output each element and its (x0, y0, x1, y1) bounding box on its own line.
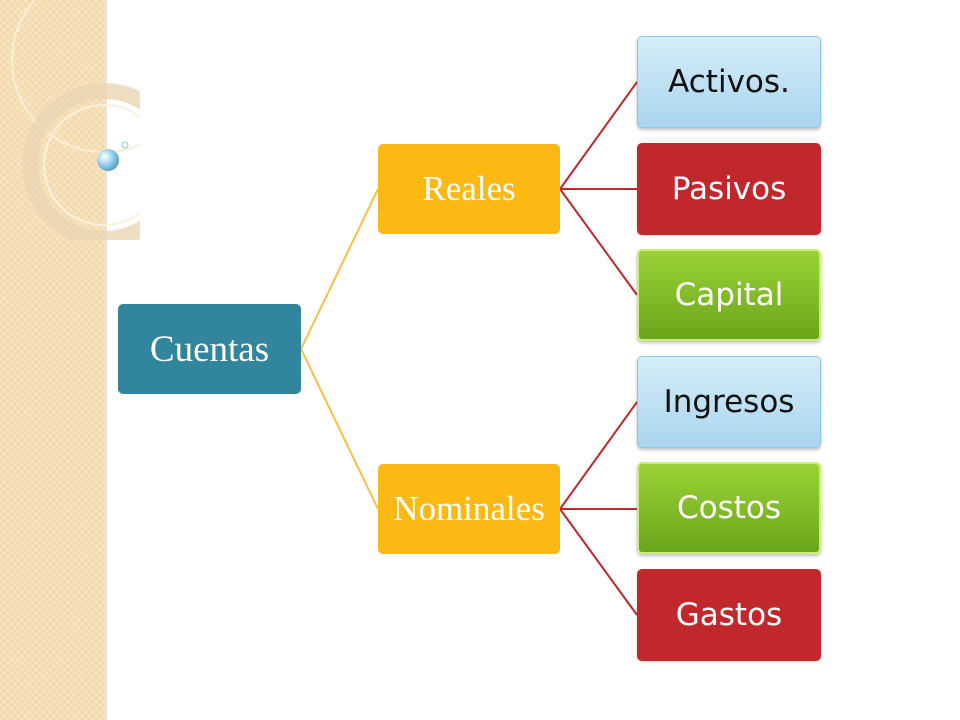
side-band-divider (104, 0, 107, 720)
node-gastos[interactable]: Gastos (637, 569, 821, 661)
node-reales[interactable]: Reales (378, 144, 560, 234)
connector-root-nominales (300, 348, 379, 510)
connector-reales-activos (559, 81, 638, 190)
node-costos[interactable]: Costos (637, 462, 821, 554)
node-ingresos[interactable]: Ingresos (637, 356, 821, 448)
connector-nominales-ingresos (559, 401, 638, 510)
decorative-bubble-small (121, 141, 129, 149)
node-nominales[interactable]: Nominales (378, 464, 560, 554)
decorative-rings (11, 0, 140, 240)
node-pasivos[interactable]: Pasivos (637, 143, 821, 235)
node-capital[interactable]: Capital (637, 249, 821, 341)
decorative-ring-thick (22, 83, 140, 240)
connector-reales-capital (559, 188, 638, 296)
decorative-bubble-large (97, 149, 119, 171)
node-activos[interactable]: Activos. (637, 36, 821, 128)
node-cuentas[interactable]: Cuentas (118, 304, 301, 394)
connector-root-reales (300, 188, 379, 350)
decorative-ring-inner (43, 104, 140, 226)
connector-nominales-gastos (559, 508, 638, 616)
